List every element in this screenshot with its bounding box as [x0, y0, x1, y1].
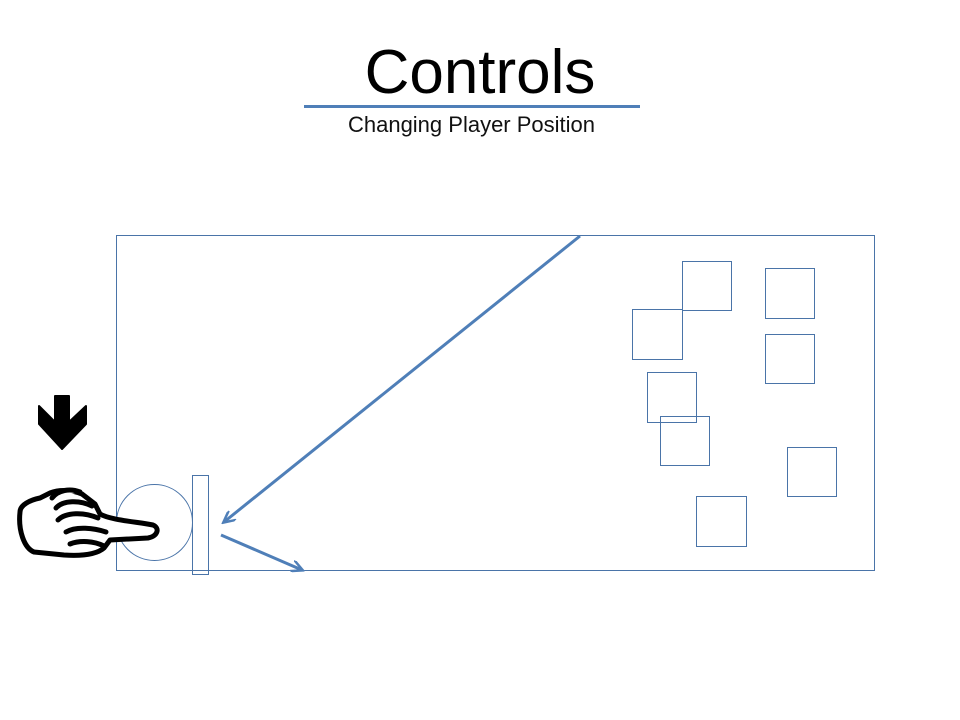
target-block [765, 334, 815, 384]
target-blocks [632, 261, 837, 547]
slide-title: Controls [364, 38, 596, 107]
playfield-boundary [116, 235, 875, 571]
down-arrow-icon [38, 395, 87, 450]
target-block [765, 268, 815, 319]
incoming-trajectory-arrow [224, 234, 581, 522]
player-paddle [192, 475, 209, 575]
pointing-hand-icon [17, 487, 160, 558]
outgoing-trajectory-arrow [220, 533, 302, 570]
target-block [682, 261, 732, 311]
target-block [647, 372, 697, 423]
target-block [787, 447, 837, 497]
title-underline [304, 105, 640, 108]
target-block [660, 416, 710, 466]
slide-subtitle: Changing Player Position [347, 112, 596, 137]
target-block [696, 496, 747, 547]
target-block [632, 309, 683, 360]
